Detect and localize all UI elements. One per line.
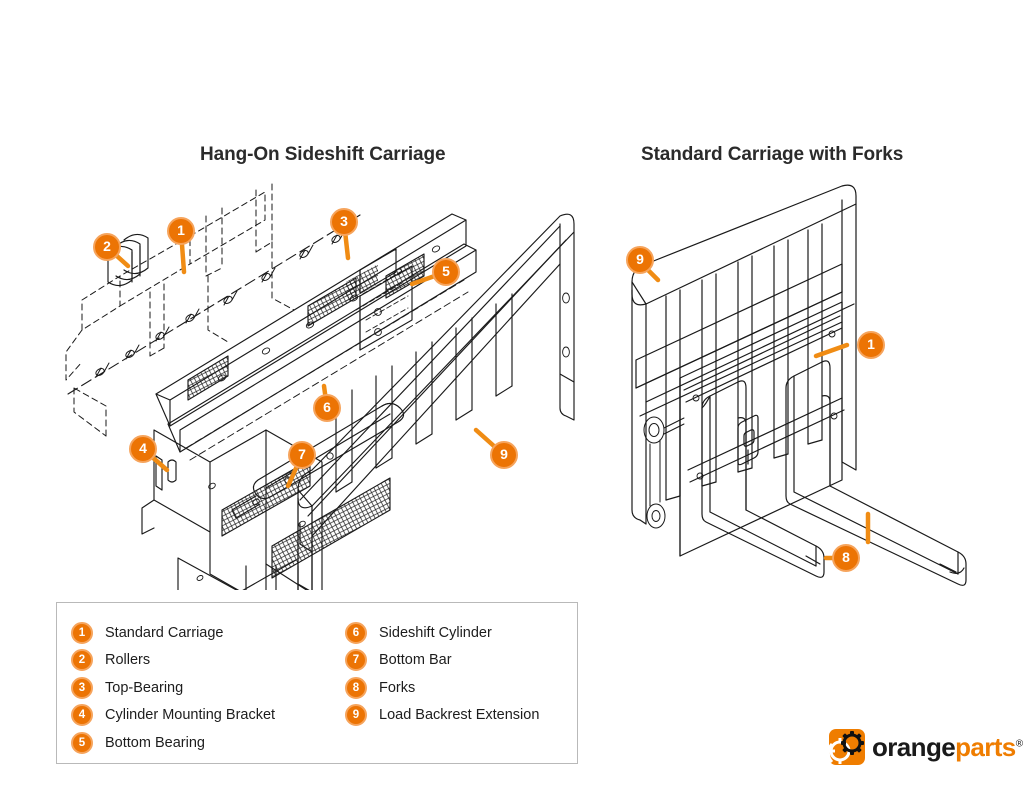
logo-wordmark: orangeparts® bbox=[872, 732, 1023, 762]
callout-badge-4[interactable]: 4 bbox=[129, 435, 157, 463]
legend-label-2: Rollers bbox=[105, 652, 151, 669]
legend-label-9: Load Backrest Extension bbox=[379, 707, 540, 724]
legend-badge-6: 6 bbox=[345, 621, 367, 644]
legend-item-8: 8 Forks bbox=[345, 674, 539, 702]
legend-item-7: 7 Bottom Bar bbox=[345, 647, 539, 675]
callout-badge-5[interactable]: 5 bbox=[432, 258, 460, 286]
legend-label-4: Cylinder Mounting Bracket bbox=[105, 707, 276, 724]
diagram-title-right: Standard Carriage with Forks bbox=[641, 144, 904, 165]
legend-label-5: Bottom Bearing bbox=[105, 734, 205, 751]
callout-badge-8-right[interactable]: 8 bbox=[832, 544, 860, 572]
legend-label-1: Standard Carriage bbox=[105, 624, 224, 641]
legend-box: 1 Standard Carriage 2 Rollers 3 Top-Bear… bbox=[56, 602, 578, 764]
gears-icon bbox=[829, 729, 865, 765]
legend-label-6: Sideshift Cylinder bbox=[379, 624, 492, 641]
legend-badge-3: 3 bbox=[71, 676, 93, 699]
legend-item-2: 2 Rollers bbox=[71, 647, 275, 675]
logo-word-parts: parts bbox=[955, 732, 1016, 762]
legend-badge-7: 7 bbox=[345, 649, 367, 672]
callout-badge-7[interactable]: 7 bbox=[288, 441, 316, 469]
legend-badge-9: 9 bbox=[345, 704, 367, 727]
legend-badge-4: 4 bbox=[71, 704, 93, 727]
legend-badge-1: 1 bbox=[71, 621, 93, 644]
logo-word-orange: orange bbox=[872, 732, 956, 762]
callout-badge-1[interactable]: 1 bbox=[167, 217, 195, 245]
legend-item-9: 9 Load Backrest Extension bbox=[345, 702, 539, 730]
registered-trademark-icon: ® bbox=[1015, 738, 1023, 750]
legend-label-7: Bottom Bar bbox=[379, 652, 452, 669]
legend-item-3: 3 Top-Bearing bbox=[71, 674, 275, 702]
callout-badge-9-right[interactable]: 9 bbox=[626, 246, 654, 274]
diagram-standard-carriage-with-forks bbox=[610, 180, 1010, 610]
legend-item-6: 6 Sideshift Cylinder bbox=[345, 619, 539, 647]
legend-badge-8: 8 bbox=[345, 676, 367, 699]
legend-item-5: 5 Bottom Bearing bbox=[71, 729, 275, 757]
legend-column-2: 6 Sideshift Cylinder 7 Bottom Bar 8 Fork… bbox=[345, 619, 539, 729]
diagram-title-left: Hang-On Sideshift Carriage bbox=[200, 144, 446, 165]
callout-badge-1-right[interactable]: 1 bbox=[857, 331, 885, 359]
legend-label-8: Forks bbox=[379, 679, 416, 696]
legend-badge-5: 5 bbox=[71, 731, 93, 754]
callout-badge-2[interactable]: 2 bbox=[93, 233, 121, 261]
callout-badge-9[interactable]: 9 bbox=[490, 441, 518, 469]
callout-badge-6[interactable]: 6 bbox=[313, 394, 341, 422]
legend-item-1: 1 Standard Carriage bbox=[71, 619, 275, 647]
legend-column-1: 1 Standard Carriage 2 Rollers 3 Top-Bear… bbox=[71, 619, 275, 757]
legend-label-3: Top-Bearing bbox=[105, 679, 184, 696]
legend-badge-2: 2 bbox=[71, 649, 93, 672]
diagram-hang-on-sideshift-carriage bbox=[60, 180, 620, 590]
legend-item-4: 4 Cylinder Mounting Bracket bbox=[71, 702, 275, 730]
orangeparts-logo: orangeparts® bbox=[829, 729, 1023, 765]
callout-badge-3[interactable]: 3 bbox=[330, 208, 358, 236]
